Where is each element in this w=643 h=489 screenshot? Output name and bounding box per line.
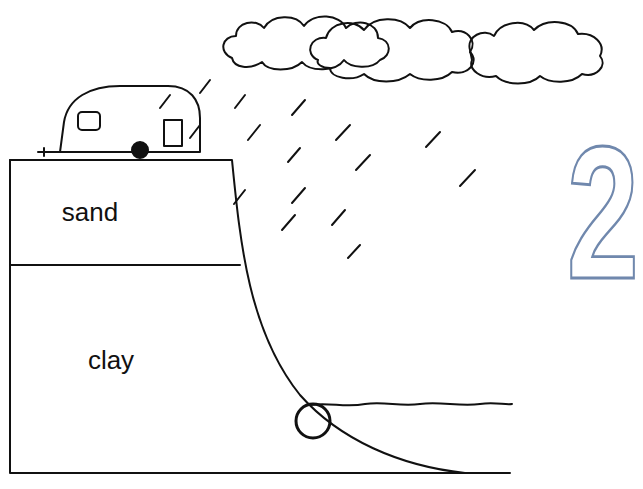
cloud [223, 16, 388, 69]
ground-outline [10, 160, 510, 473]
rain [160, 80, 475, 258]
cloud [469, 22, 602, 83]
layer-label: sand [62, 197, 118, 228]
water-line [310, 403, 512, 405]
layer-boundary [10, 264, 240, 266]
marker-circle [296, 404, 330, 438]
caravan [38, 86, 200, 158]
figure-number: 2 [567, 118, 639, 307]
soil-layer: clay [10, 265, 242, 473]
soil-layer: sand [10, 160, 232, 265]
layer-label: clay [88, 345, 134, 376]
cloud [310, 19, 474, 81]
cliff-face [10, 160, 465, 473]
